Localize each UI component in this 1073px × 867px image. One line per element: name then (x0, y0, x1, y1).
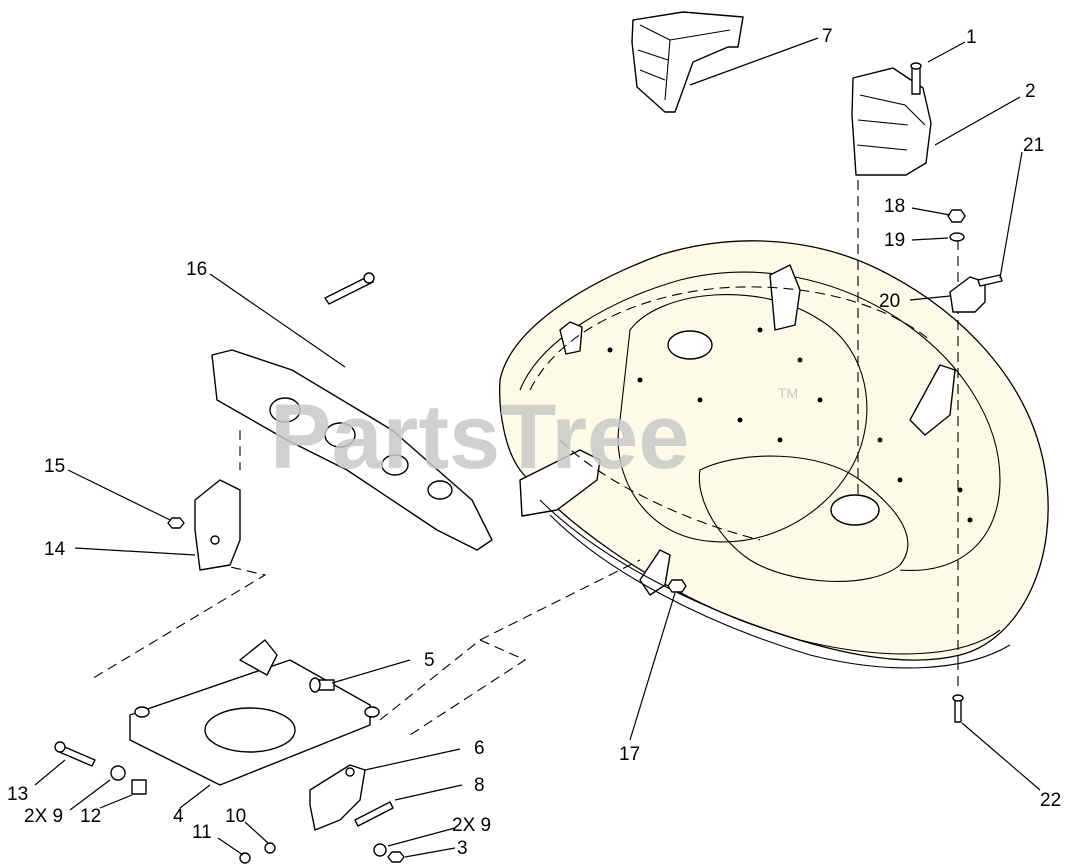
callout-9-right: 2X 9 (452, 815, 491, 836)
watermark-trademark: TM (778, 385, 798, 401)
callout-21: 21 (1023, 135, 1044, 156)
callout-18: 18 (884, 196, 905, 217)
part-8-bolt (354, 801, 394, 827)
callout-15: 15 (44, 456, 65, 477)
watermark-text: PartsTree (270, 386, 689, 488)
callout-22: 22 (1040, 790, 1061, 811)
part-7-chute (631, 11, 744, 113)
leader-lines (34, 37, 1041, 858)
part-6-bracket (309, 764, 366, 831)
part-18-nut (947, 209, 966, 223)
part-9-washer-left (110, 765, 126, 781)
callout-7: 7 (822, 26, 833, 47)
callout-17: 17 (619, 744, 640, 765)
part-3-nut (387, 851, 405, 863)
part-10-washer (264, 842, 276, 854)
callout-4: 4 (173, 806, 184, 827)
callout-6: 6 (474, 738, 485, 759)
part-17-nut (667, 579, 687, 593)
part-15-nut (167, 517, 185, 529)
mower-deck (499, 240, 1049, 669)
part-16-bolt (324, 272, 375, 305)
callout-5: 5 (424, 650, 435, 671)
callout-13: 13 (7, 784, 28, 805)
callout-16: 16 (186, 259, 207, 280)
callout-8: 8 (474, 775, 485, 796)
callout-11: 11 (192, 822, 212, 843)
callout-9-left: 2X 9 (24, 806, 63, 827)
watermark: PartsTree TM (270, 385, 798, 488)
callout-10: 10 (225, 806, 246, 827)
part-5-shoulder-bolt (309, 677, 335, 693)
part-12-spacer (131, 779, 147, 795)
part-19-washer (949, 232, 965, 242)
part-2-chute (851, 67, 932, 176)
callout-labels: 1 2 3 4 5 6 7 8 2X 9 2X 9 10 11 12 13 14… (7, 26, 1061, 859)
part-4-plate (129, 639, 380, 786)
callout-14: 14 (44, 539, 66, 560)
callout-3: 3 (457, 838, 468, 859)
part-11-nut (239, 852, 251, 864)
part-14-bracket (194, 479, 241, 571)
callout-1: 1 (966, 27, 977, 48)
callout-2: 2 (1025, 81, 1036, 102)
part-21-bolt (977, 274, 1003, 287)
part-9-washer-right (373, 843, 387, 857)
part-13-bolt (54, 741, 96, 767)
part-20-bracket (949, 276, 986, 313)
part-22-bolt (952, 694, 964, 723)
part-1-screw (910, 62, 922, 95)
callout-12: 12 (80, 806, 101, 827)
callout-19: 19 (884, 230, 905, 251)
callout-20: 20 (879, 291, 900, 312)
front-hanger-bar (211, 349, 493, 551)
